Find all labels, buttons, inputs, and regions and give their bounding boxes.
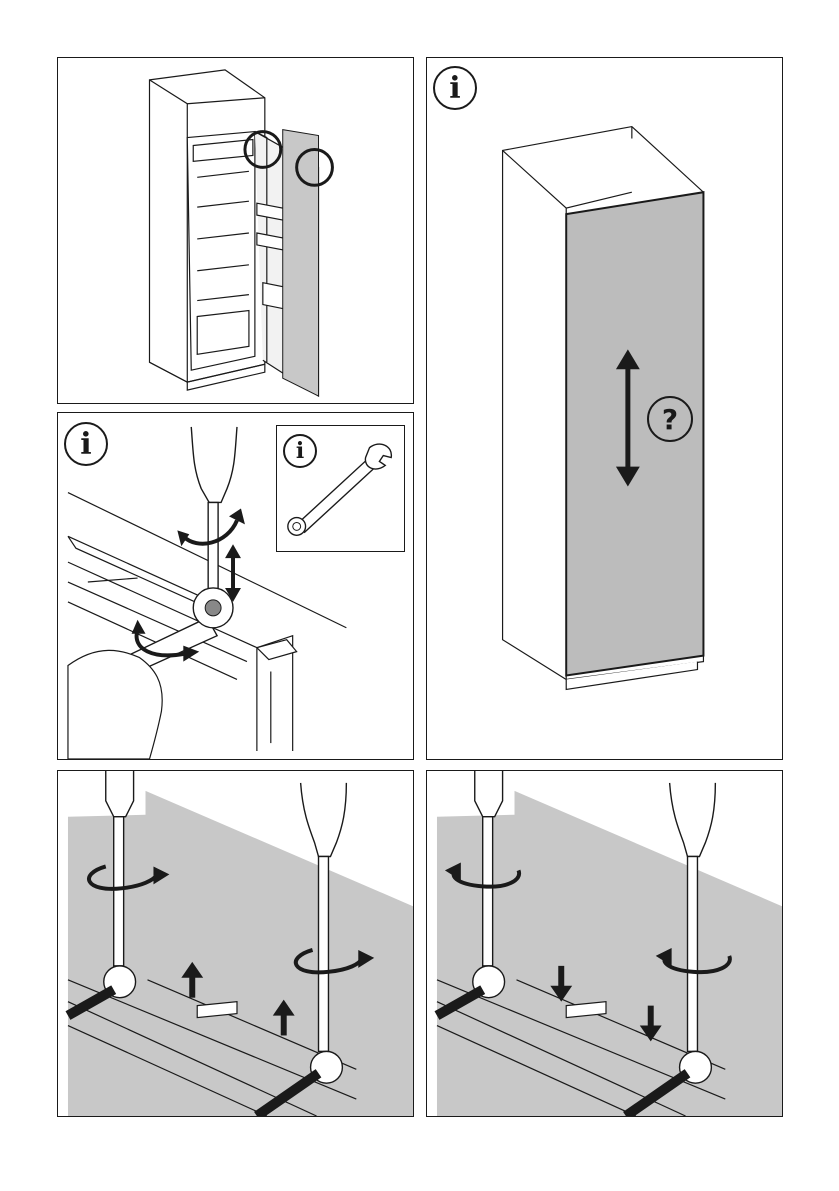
- lower-door-illustration: [427, 771, 782, 1116]
- panel-lower-door: [426, 770, 783, 1117]
- info-symbol: i: [296, 438, 304, 464]
- wrench-inset: i: [276, 425, 405, 552]
- info-icon: i: [433, 66, 477, 110]
- panel-nut-adjustment: i i: [57, 412, 414, 760]
- raise-door-illustration: [58, 771, 413, 1116]
- info-icon: i: [283, 434, 317, 468]
- info-symbol: i: [80, 427, 91, 462]
- info-icon: i: [64, 422, 108, 466]
- panel-door-height: i ?: [426, 57, 783, 760]
- question-icon: ?: [647, 396, 693, 442]
- open-fridge-illustration: [58, 58, 413, 403]
- hand-icon: [68, 650, 162, 759]
- panel-open-fridge: [57, 57, 414, 404]
- fridge-door-illustration: [427, 58, 782, 759]
- screwdriver-icon: [191, 427, 237, 602]
- info-symbol: i: [449, 71, 460, 106]
- question-symbol: ?: [662, 403, 678, 436]
- panel-raise-door: [57, 770, 414, 1117]
